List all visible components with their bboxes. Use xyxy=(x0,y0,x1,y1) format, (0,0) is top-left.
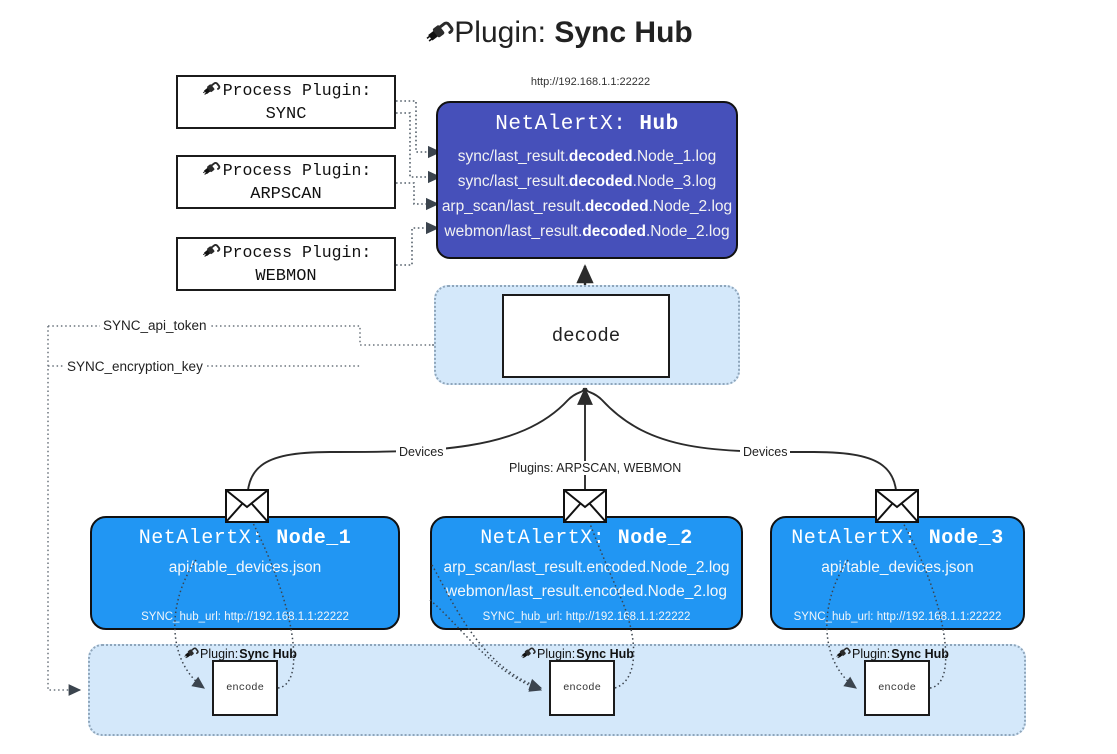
node-title: NetAlertX: Node_1 xyxy=(92,527,398,550)
plug-icon xyxy=(201,241,221,266)
band-plugin-prefix: Plugin: xyxy=(852,647,891,661)
plug-icon xyxy=(424,17,454,53)
band-plugin-caption-1: Plugin: Sync Hub xyxy=(183,645,297,663)
hub-url-caption: http://192.168.1.1:22222 xyxy=(530,76,651,88)
hub-log-pre: webmon/last_result. xyxy=(444,223,583,241)
label-sync-encryption-key: SYNC_encryption_key xyxy=(64,359,206,374)
node-hub-url: SYNC_hub_url: http://192.168.1.1:22222 xyxy=(482,611,691,623)
edge-sync-to-hub2 xyxy=(396,112,442,184)
node-line: api/table_devices.json xyxy=(821,559,974,576)
band-plugin-caption-3: Plugin: Sync Hub xyxy=(835,645,949,663)
band-plugin-name: Sync Hub xyxy=(576,647,634,661)
hub-log-mid: decoded xyxy=(568,173,633,191)
hub-log-pre: arp_scan/last_result. xyxy=(441,198,585,216)
hub-log-line: sync/last_result.decoded.Node_3.log xyxy=(438,169,736,194)
hub-log-mid: decoded xyxy=(568,148,633,165)
hub-log-post: .Node_1.log xyxy=(632,148,717,165)
band-plugin-name: Sync Hub xyxy=(239,647,297,661)
label-devices-right: Devices xyxy=(740,445,791,459)
node-title-prefix: NetAlertX: xyxy=(791,527,929,550)
hub-log-mid: decoded xyxy=(584,198,649,216)
band-plugin-caption-2: Plugin: Sync Hub xyxy=(520,645,634,663)
plug-icon xyxy=(201,79,221,104)
page-title: Plugin: Sync Hub xyxy=(0,16,1117,53)
hub-log-pre: sync/last_result. xyxy=(457,148,569,165)
band-plugin-prefix: Plugin: xyxy=(200,647,239,661)
band-plugin-name: Sync Hub xyxy=(891,647,949,661)
edge-webmon-to-hub xyxy=(396,221,440,266)
node-line-list: api/table_devices.json xyxy=(772,556,1023,580)
hub-title: NetAlertX: Hub xyxy=(438,113,736,136)
plug-icon xyxy=(835,645,851,663)
plug-icon xyxy=(201,159,221,184)
edge-node2b-to-encode-2 xyxy=(429,599,543,692)
edge-node3-to-decode xyxy=(585,387,898,506)
process-plugin-label: Process Plugin: xyxy=(222,243,372,263)
page-title-prefix: Plugin: xyxy=(454,16,555,49)
hub-log-line: arp_scan/last_result.decoded.Node_2.log xyxy=(438,194,736,219)
hub-log-line: sync/last_result.decoded.Node_1.log xyxy=(438,144,736,169)
node-box-node-3[interactable]: NetAlertX: Node_3 api/table_devices.json… xyxy=(770,516,1025,630)
hub-box[interactable]: NetAlertX: Hub sync/last_result.decoded.… xyxy=(436,101,738,259)
plug-icon xyxy=(520,645,536,663)
node-box-node-1[interactable]: NetAlertX: Node_1 api/table_devices.json… xyxy=(90,516,400,630)
hub-log-mid: decoded xyxy=(582,223,646,241)
label-devices-left: Devices xyxy=(396,445,447,459)
hub-log-pre: sync/last_result. xyxy=(457,173,569,191)
process-plugin-name: SYNC xyxy=(265,105,307,125)
edge-sync-to-hub1 xyxy=(396,100,442,159)
hub-log-post: .Node_2.log xyxy=(648,198,733,216)
label-sync-api-token: SYNC_api_token xyxy=(100,318,210,333)
node-title-name: Node_1 xyxy=(276,527,352,550)
node-title: NetAlertX: Node_2 xyxy=(432,527,741,550)
edge-node1-to-encode-1 xyxy=(174,559,205,689)
node-line: webmon/last_result.encoded.Node_2.log xyxy=(446,582,727,600)
edge-node3-to-encode-3 xyxy=(826,559,857,689)
hub-log-line: webmon/last_result.decoded.Node_2.log xyxy=(438,219,736,244)
process-plugin-name: WEBMON xyxy=(255,267,317,287)
node-title-name: Node_3 xyxy=(928,527,1004,550)
process-plugin-arpscan[interactable]: Process Plugin: ARPSCAN xyxy=(176,155,396,209)
envelope-icon xyxy=(225,489,269,523)
hub-title-name: Hub xyxy=(639,113,679,136)
process-plugin-label: Process Plugin: xyxy=(222,161,372,181)
hub-line-list: sync/last_result.decoded.Node_1.log sync… xyxy=(438,144,736,244)
edge-node2-to-encode-2 xyxy=(431,564,543,690)
label-plugins-middle: Plugins: ARPSCAN, WEBMON xyxy=(506,461,685,475)
decode-box[interactable]: decode xyxy=(502,294,670,378)
edge-encode3-to-node3 xyxy=(895,508,947,689)
page-title-name: Sync Hub xyxy=(554,16,693,49)
node-line-list: api/table_devices.json xyxy=(92,556,398,580)
encode-box-node-3[interactable]: encode xyxy=(864,660,930,716)
node-line-list: arp_scan/last_result.encoded.Node_2.log … xyxy=(432,556,741,603)
node-title: NetAlertX: Node_3 xyxy=(772,527,1023,550)
node-title-name: Node_2 xyxy=(617,527,693,550)
hub-title-prefix: NetAlertX: xyxy=(495,113,640,136)
node-title-prefix: NetAlertX: xyxy=(138,527,277,550)
node-line: api/table_devices.json xyxy=(168,559,322,576)
edge-encode1-to-node1 xyxy=(245,508,295,689)
edge-encode2-to-node2 xyxy=(583,508,635,689)
node-line: arp_scan/last_result.encoded.Node_2.log xyxy=(443,559,730,576)
node-box-node-2[interactable]: NetAlertX: Node_2 arp_scan/last_result.e… xyxy=(430,516,743,630)
node-hub-url: SYNC_hub_url: http://192.168.1.1:22222 xyxy=(141,611,349,623)
edge-arpscan-to-hub xyxy=(396,182,440,211)
process-plugin-label: Process Plugin: xyxy=(222,81,372,101)
hub-log-post: .Node_3.log xyxy=(632,173,717,191)
encode-box-node-1[interactable]: encode xyxy=(212,660,278,716)
process-plugin-sync[interactable]: Process Plugin: SYNC xyxy=(176,75,396,129)
node-hub-url: SYNC_hub_url: http://192.168.1.1:22222 xyxy=(793,611,1002,623)
hub-log-post: .Node_2.log xyxy=(645,223,730,241)
band-plugin-prefix: Plugin: xyxy=(537,647,576,661)
plug-icon xyxy=(183,645,199,663)
edge-encryption-key-to-band xyxy=(47,326,82,696)
encode-box-node-2[interactable]: encode xyxy=(549,660,615,716)
process-plugin-name: ARPSCAN xyxy=(250,185,322,205)
envelope-icon xyxy=(875,489,919,523)
node-title-prefix: NetAlertX: xyxy=(480,527,618,550)
envelope-icon xyxy=(563,489,607,523)
process-plugin-webmon[interactable]: Process Plugin: WEBMON xyxy=(176,237,396,291)
